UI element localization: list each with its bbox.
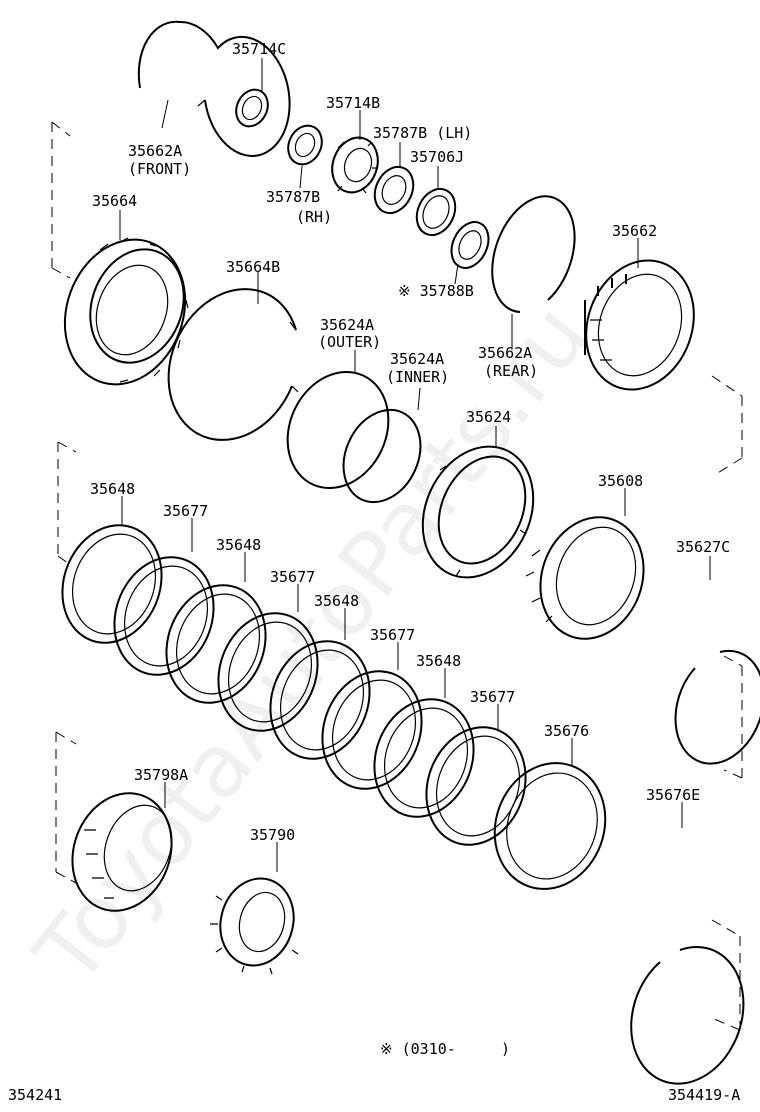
label-35676: 35676 (544, 722, 589, 740)
clutch-hub-35798a (71, 792, 173, 912)
leader-lines (119, 58, 711, 872)
sublabel-35787b-rh: (RH) (296, 208, 332, 226)
seal-outer (286, 370, 390, 490)
label-35677-3: 35677 (370, 626, 415, 644)
label-35648-3: 35648 (314, 592, 359, 610)
snap-ring-rear (491, 195, 576, 313)
seal-inner (342, 408, 422, 504)
label-35790: 35790 (250, 826, 295, 844)
clutch-drum-35662 (584, 259, 695, 391)
label-35677-1: 35677 (163, 502, 208, 520)
label-35627c: 35627C (676, 538, 730, 556)
label-35648-2: 35648 (216, 536, 261, 554)
snap-ring-35627c (674, 649, 760, 765)
label-35664: 35664 (92, 192, 137, 210)
label-35676e: 35676E (646, 786, 700, 804)
label-35648-1: 35648 (90, 480, 135, 498)
assembly-guide-lines (51, 121, 743, 1031)
thrust-bearing-35706j (415, 187, 457, 237)
sublabel-35662a-front: (FRONT) (128, 160, 191, 178)
label-35662a-rear: 35662A (478, 344, 532, 362)
label-35677-4: 35677 (470, 688, 515, 706)
part-labels: 35714C 35662A (FRONT) 35714B 35787B (LH)… (90, 40, 730, 844)
snap-ring-35676e (630, 945, 745, 1085)
washer-35788b (450, 221, 490, 269)
snap-ring-35664b (167, 288, 299, 441)
label-35662a-front: 35662A (128, 142, 182, 160)
label-35662: 35662 (612, 222, 657, 240)
thrust-washer-lh (373, 165, 415, 215)
footer-left-code: 354241 (8, 1086, 62, 1104)
return-spring-35608 (525, 516, 645, 640)
gear-35790 (210, 877, 299, 975)
label-35664b: 35664B (226, 258, 280, 276)
sublabel-35662a-rear: (REAR) (484, 362, 538, 380)
label-35624: 35624 (466, 408, 511, 426)
one-way-clutch-35714b (331, 136, 379, 194)
footer-right-code: 354419-A (668, 1086, 740, 1104)
label-35787b-rh: 35787B (266, 188, 320, 206)
clutch-flange-35676 (493, 762, 607, 890)
label-35798a: 35798A (134, 766, 188, 784)
label-35624a-inner: 35624A (390, 350, 444, 368)
label-35787b-lh: 35787B (LH) (373, 124, 472, 142)
footer: ※ (0310- ) 354241 354419-A (8, 1040, 740, 1104)
clutch-drum-35664 (63, 237, 189, 386)
clutch-piston-35624 (421, 445, 535, 579)
thrust-washer-rh (287, 124, 323, 166)
label-35608: 35608 (598, 472, 643, 490)
label-35648-4: 35648 (416, 652, 461, 670)
label-35624a-outer: 35624A (320, 316, 374, 334)
bearing-race-35714c (235, 88, 269, 128)
sublabel-35624a-outer: (OUTER) (318, 333, 381, 351)
label-35714b: 35714B (326, 94, 380, 112)
label-35706j: 35706J (410, 148, 464, 166)
label-35714c: 35714C (232, 40, 286, 58)
sublabel-35624a-inner: (INNER) (386, 368, 449, 386)
label-35677-2: 35677 (270, 568, 315, 586)
clutch-plate-stack (61, 524, 527, 846)
snap-ring-front (137, 20, 291, 157)
footer-note: ※ (0310- ) (380, 1040, 510, 1058)
label-35788b: ※ 35788B (398, 282, 474, 300)
